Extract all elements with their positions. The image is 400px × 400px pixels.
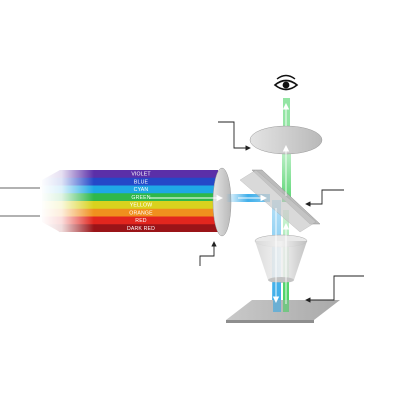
objective-lens: [255, 241, 307, 280]
leader-lines: [199, 121, 364, 303]
emission-beam-upper: [282, 140, 291, 202]
spectrum-label: DARK RED: [127, 226, 155, 232]
leader-specimen: [305, 275, 364, 303]
eye-icon: [273, 74, 299, 91]
emission-beam-top: [283, 98, 290, 128]
spectrum-label: YELLOW: [130, 203, 153, 209]
leader-excitation-filter: [199, 241, 217, 266]
spectrum-label: RED: [135, 218, 147, 224]
leader-dichroic-mirror: [305, 189, 344, 207]
spectrum-label: BLUE: [134, 179, 149, 185]
spectrum-label: GREEN: [131, 195, 150, 201]
spectrum-label: ORANGE: [129, 210, 153, 216]
objective-bottom: [268, 277, 294, 283]
dichroic-mirror-face: [239, 169, 317, 233]
flow-arrows: [150, 102, 290, 304]
specimen-stage-edge: [226, 320, 314, 323]
spectrum-label: CYAN: [134, 187, 149, 193]
spectrum-label: VIOLET: [131, 172, 151, 178]
leader-emission-filter: [218, 121, 251, 151]
spectrum-fade: [40, 168, 220, 234]
